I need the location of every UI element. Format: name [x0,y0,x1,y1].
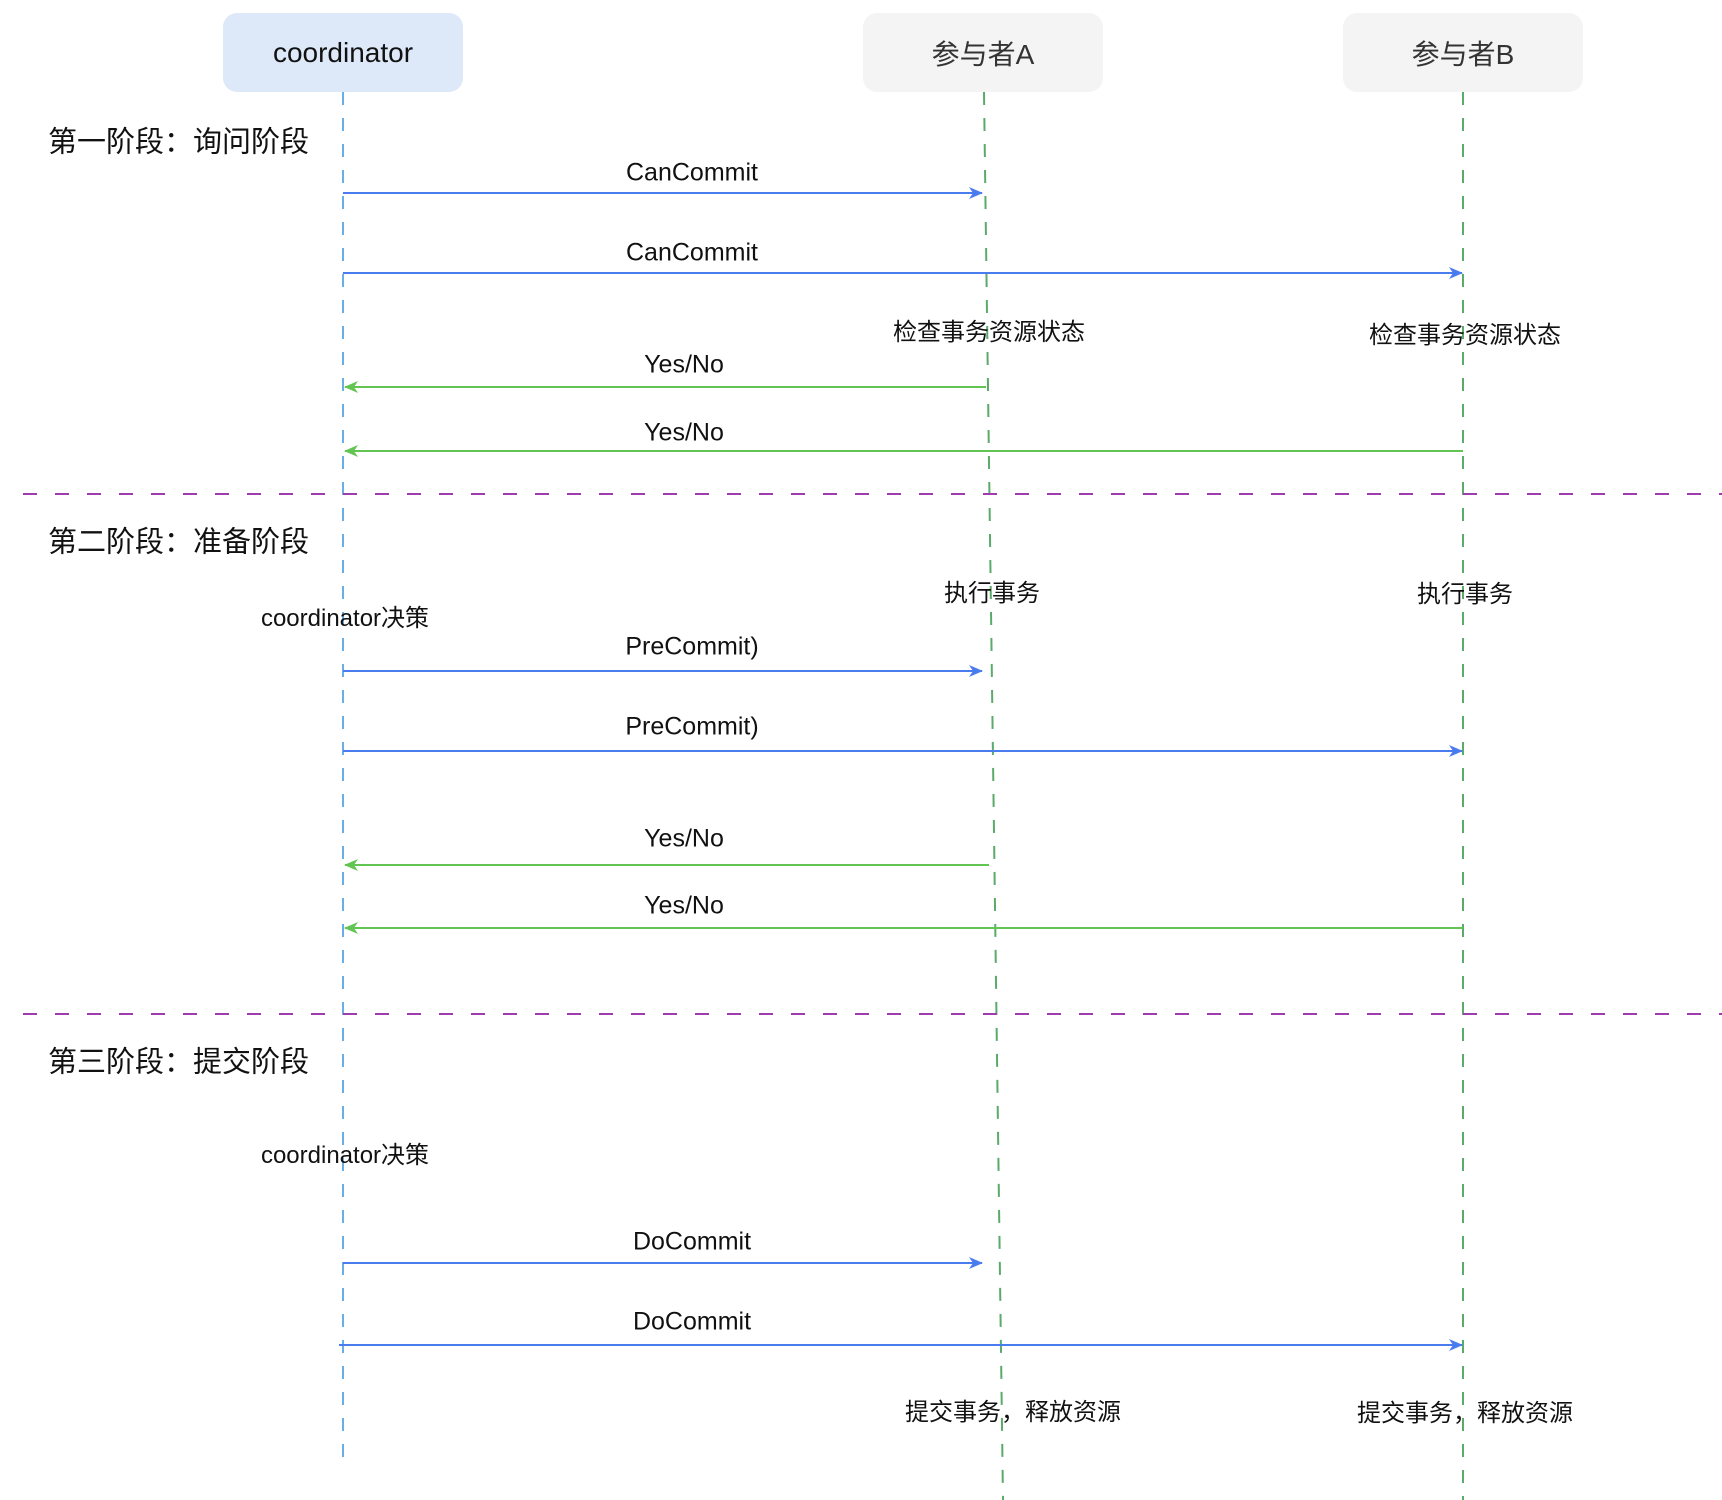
message-label: Yes/No [644,350,724,379]
note-commit-release-b: 提交事务，释放资源 [1357,1400,1573,1427]
message-label: Yes/No [644,891,724,920]
message-label: DoCommit [632,1307,752,1336]
phase-3-title: 第三阶段：提交阶段 [48,1046,310,1079]
note-execute-transaction-a: 执行事务 [944,580,1040,607]
participant-a-lifeline [983,91,1004,1500]
note-check-resources-a: 检查事务资源状态 [893,319,1085,346]
actor-participant-a-label: 参与者A [931,38,1035,70]
note-coordinator-decision-2: coordinator决策 [260,1142,430,1169]
phase-2-title: 第二阶段：准备阶段 [48,526,310,559]
note-coordinator-decision-1: coordinator决策 [260,605,430,632]
message-label: PreCommit) [625,712,759,741]
message-label: Yes/No [644,824,724,853]
phase-1-title: 第一阶段：询问阶段 [48,126,310,159]
actor-coordinator: coordinator [223,13,463,92]
message-label: PreCommit) [625,632,759,661]
note-execute-transaction-b: 执行事务 [1417,581,1513,608]
actor-participant-b: 参与者B [1343,13,1583,92]
message-label: CanCommit [626,238,758,267]
actor-participant-a: 参与者A [863,13,1103,92]
actor-participant-b-label: 参与者B [1411,38,1515,70]
note-check-resources-b: 检查事务资源状态 [1369,322,1561,349]
note-commit-release-a: 提交事务，释放资源 [905,1399,1121,1426]
message-label: DoCommit [632,1227,752,1256]
message-label: Yes/No [644,418,724,447]
actor-coordinator-label: coordinator [272,36,414,68]
message-label: CanCommit [626,158,758,187]
